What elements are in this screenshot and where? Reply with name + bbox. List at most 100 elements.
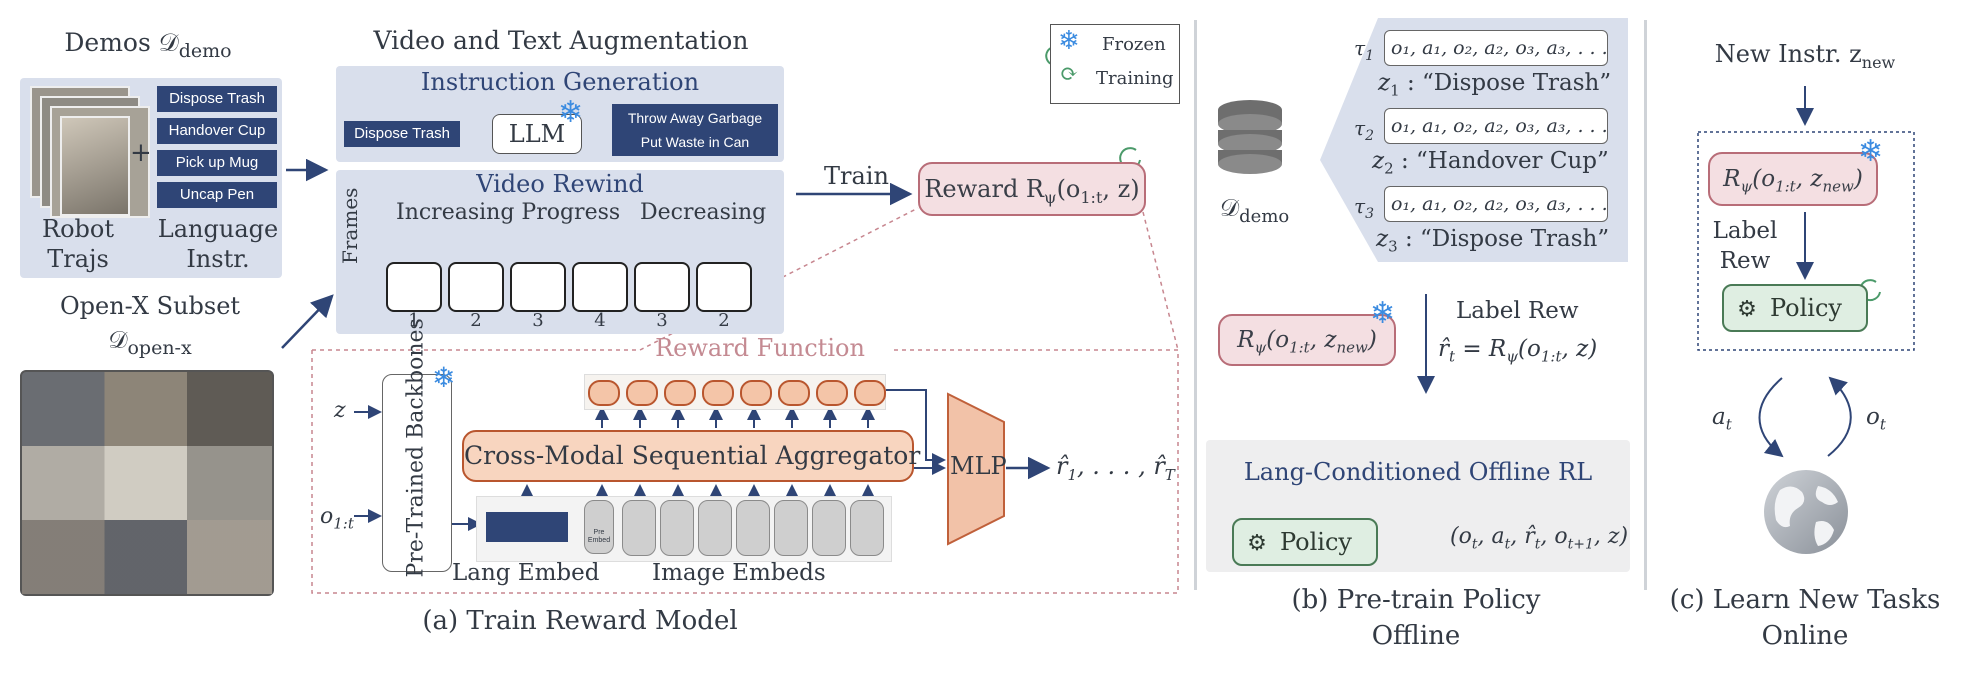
- image-embed-block: [698, 500, 732, 556]
- instr-dispose-trash: Dispose Trash: [157, 86, 277, 112]
- openx-title: Open-X Subset: [59, 292, 241, 320]
- output-token: [854, 380, 886, 406]
- image-embeds-label: Image Embeds: [652, 560, 826, 586]
- transition-tuple: (ot, at, r̂t, ot+1, z): [1450, 524, 1629, 553]
- mlp-label: MLP: [950, 452, 1007, 480]
- frame-number: 4: [594, 310, 606, 331]
- lang-embed-block: [486, 512, 568, 542]
- frame-5: [634, 262, 690, 312]
- divider-b-c: [1644, 20, 1647, 590]
- snowflake-icon: ❄: [1370, 296, 1396, 331]
- trajectory-1: o₁, a₁, o₂, a₂, o₃, a₃, . . .: [1384, 30, 1608, 66]
- online-reward-box: Rψ(o1:t, znew): [1708, 152, 1878, 206]
- frame-number: 2: [470, 310, 482, 331]
- trajectory-2: o₁, a₁, o₂, a₂, o₃, a₃, . . .: [1384, 108, 1608, 144]
- output-token: [740, 380, 772, 406]
- arrow-openx-to-aug: [281, 294, 334, 349]
- instr-pick-up-mug: Pick up Mug: [157, 150, 277, 176]
- zoom-line-right: [1142, 211, 1179, 351]
- offline-rl-title: Lang-Conditioned Offline RL: [1243, 458, 1593, 486]
- reward-output: r̂1, . . . , r̂T: [1056, 452, 1175, 484]
- output-token: [626, 380, 658, 406]
- openx-image-grid: [20, 370, 274, 596]
- reward-model-box: Reward Rψ(o1:t, z): [918, 162, 1146, 216]
- plus-sign: +: [130, 138, 152, 168]
- label-rew-b: Label Rew: [1456, 298, 1579, 324]
- instr-uncap-pen: Uncap Pen: [157, 182, 277, 208]
- frame-6: [696, 262, 752, 312]
- increasing-label: Increasing Progress: [396, 200, 621, 225]
- globe-icon: [1764, 470, 1848, 554]
- output-token: [702, 380, 734, 406]
- z-input: z: [334, 398, 346, 423]
- aggregator-box: Cross-Modal Sequential Aggregator: [462, 430, 920, 482]
- reward-function-outline: [311, 349, 1179, 594]
- database-label: 𝒟demo: [1220, 194, 1290, 227]
- robot-arm-icon: ⚙: [1737, 297, 1757, 322]
- legend-frozen: Frozen: [1102, 34, 1166, 55]
- instr-gen-title: Instruction Generation: [420, 68, 700, 96]
- tau-3: τ3: [1354, 194, 1374, 222]
- tau-1: τ1: [1354, 36, 1374, 64]
- reward-equation: r̂t = Rψ(o1:t, z): [1438, 336, 1598, 366]
- trajectory-3: o₁, a₁, o₂, a₂, o₃, a₃, . . .: [1384, 186, 1608, 222]
- output-token: [588, 380, 620, 406]
- action-label: at: [1712, 404, 1732, 434]
- robot-arm-icon: ⚙: [1247, 531, 1267, 556]
- output-token: [778, 380, 810, 406]
- frame-number: 2: [718, 310, 730, 331]
- policy-box-c: ⚙Policy: [1722, 284, 1868, 332]
- output-token: [816, 380, 848, 406]
- instr-1: z1 : “Dispose Trash”: [1378, 70, 1612, 100]
- decreasing-label: Decreasing: [640, 200, 767, 225]
- tau-2: τ2: [1354, 116, 1374, 144]
- instr-gen-input: Dispose Trash: [344, 121, 460, 147]
- image-embed-block: [736, 500, 770, 556]
- frame-number: 3: [656, 310, 668, 331]
- frame-3: [510, 262, 566, 312]
- openx-symbol: 𝒟open-x: [108, 326, 192, 359]
- train-label: Train: [824, 162, 889, 190]
- policy-box-b: ⚙Policy: [1232, 518, 1378, 566]
- snowflake-icon: ❄: [558, 95, 584, 130]
- snowflake-icon: ❄: [1858, 134, 1884, 169]
- llm-box: LLM: [492, 114, 582, 154]
- database-icon: [1218, 100, 1282, 174]
- image-embed-block: [660, 500, 694, 556]
- online-frozen-box: [1697, 131, 1915, 351]
- image-embed-block: [812, 500, 846, 556]
- training-cycle-icon: ⟳: [1060, 62, 1079, 87]
- image-embed-block: [774, 500, 808, 556]
- aug-title: Video and Text Augmentation: [373, 26, 749, 55]
- frame-number: 1: [408, 310, 420, 331]
- frame-4: [572, 262, 628, 312]
- frame-2: [448, 262, 504, 312]
- legend-box: [1050, 24, 1180, 104]
- frames-label: Frames: [338, 187, 362, 264]
- snowflake-icon: ❄: [1058, 26, 1080, 56]
- image-embed-block: [850, 500, 884, 556]
- instr-2: z2 : “Handover Cup”: [1372, 148, 1609, 178]
- observation-label: ot: [1866, 404, 1886, 434]
- lang-embed-label: Lang Embed: [452, 560, 600, 586]
- backbones-box: [382, 374, 452, 572]
- instr-3: z3 : “Dispose Trash”: [1376, 226, 1610, 256]
- reward-function-title: Reward Function: [655, 334, 865, 362]
- divider-a-b: [1194, 20, 1197, 590]
- mlp-shape: [947, 392, 1005, 546]
- legend-training: Training: [1096, 68, 1174, 89]
- instr-handover-cup: Handover Cup: [157, 118, 277, 144]
- o-input: o1:t: [320, 504, 354, 533]
- frame-number: 3: [532, 310, 544, 331]
- new-instruction-label: New Instr. znew: [1714, 40, 1896, 72]
- snowflake-icon: ❄: [432, 361, 456, 394]
- caption-a: (a) Train Reward Model: [422, 606, 738, 636]
- video-rewind-title: Video Rewind: [476, 170, 644, 198]
